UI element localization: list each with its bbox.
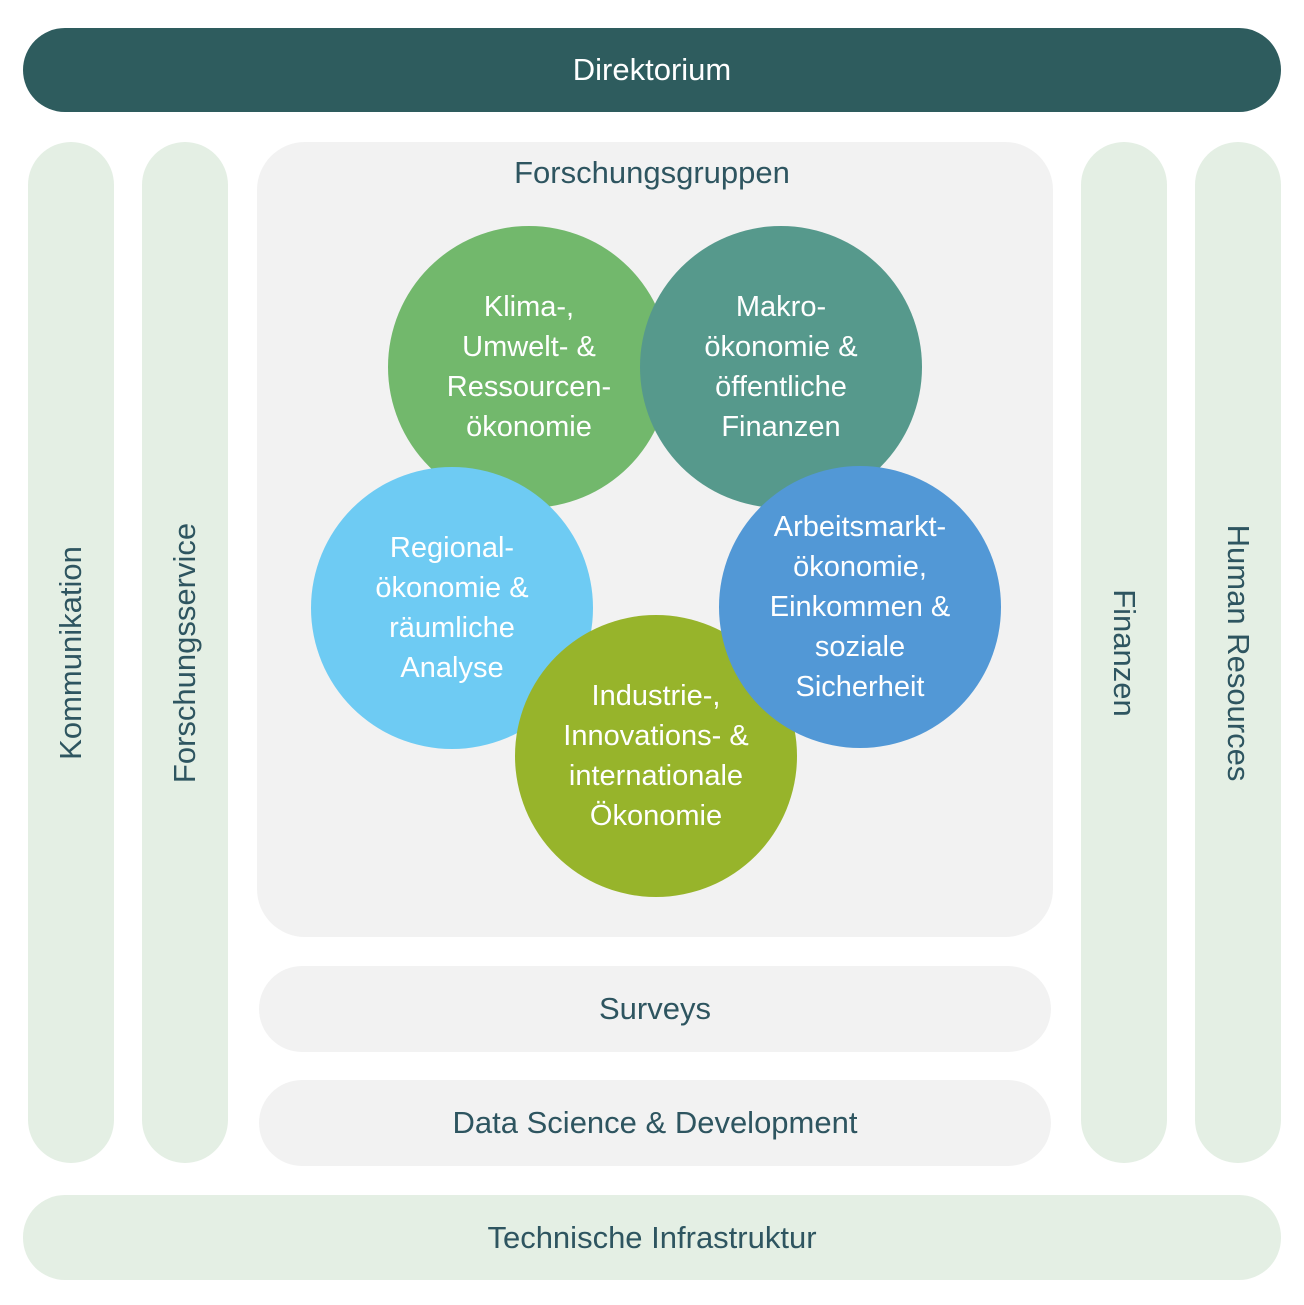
group-circle-regional: Regional- ökonomie & räumliche Analyse [311, 467, 593, 749]
data-science-label: Data Science & Development [452, 1105, 858, 1140]
technische-infrastruktur-label: Technische Infrastruktur [487, 1219, 817, 1255]
technische-infrastruktur-bar: Technische Infrastruktur [23, 1195, 1281, 1280]
surveys-pill: Surveys [259, 966, 1051, 1052]
finanzen-label: Finanzen [1107, 588, 1142, 717]
surveys-label: Surveys [599, 991, 711, 1026]
human-resources-label: Human Resources [1221, 524, 1256, 781]
group-label-industrie: Industrie-, Innovations- & international… [563, 680, 749, 832]
kommunikation-label: Kommunikation [53, 545, 88, 760]
finanzen-column: Finanzen [1081, 142, 1167, 1163]
group-circle-arbeitsmarkt: Arbeitsmarkt- ökonomie, Einkommen & sozi… [719, 466, 1001, 748]
forschungsservice-column: Forschungsservice [142, 142, 228, 1163]
group-circle-klima: Klima-, Umwelt- & Ressourcen- ökonomie [388, 226, 670, 508]
forschungsgruppen-title: Forschungsgruppen [514, 155, 790, 190]
direktorium-bar: Direktorium [23, 28, 1281, 112]
kommunikation-column: Kommunikation [28, 142, 114, 1163]
forschungsservice-label: Forschungsservice [167, 522, 202, 783]
group-label-arbeitsmarkt: Arbeitsmarkt- ökonomie, Einkommen & sozi… [769, 511, 951, 703]
direktorium-label: Direktorium [572, 52, 732, 87]
group-label-makro: Makro- ökonomie & öffentliche Finanzen [704, 291, 858, 443]
human-resources-column: Human Resources [1195, 142, 1281, 1163]
group-label-klima: Klima-, Umwelt- & Ressourcen- ökonomie [446, 291, 612, 443]
group-circle-makro: Makro- ökonomie & öffentliche Finanzen [640, 226, 922, 508]
data-science-pill: Data Science & Development [259, 1080, 1051, 1166]
group-label-regional: Regional- ökonomie & räumliche Analyse [375, 532, 529, 684]
